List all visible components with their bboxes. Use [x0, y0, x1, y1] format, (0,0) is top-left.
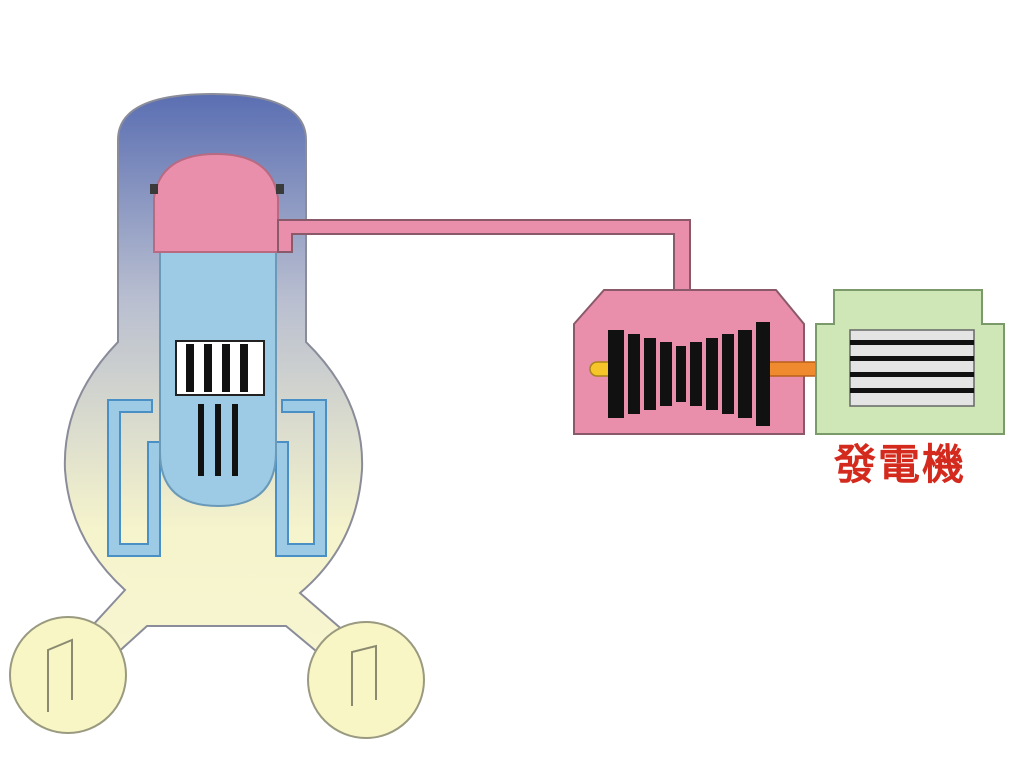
generator-rotor [849, 329, 975, 407]
recirculation-loop-right [275, 399, 327, 557]
suppression-pool-right [307, 621, 425, 739]
recirculation-loop-left [107, 399, 161, 557]
suppression-pool-left [9, 616, 127, 734]
steam-pipe [277, 219, 691, 297]
reactor-steam-dome [150, 152, 284, 253]
fuel-assembly [175, 340, 265, 396]
turbine-blades [608, 322, 770, 426]
generator-label: 發電機 [834, 440, 967, 489]
control-rods [198, 404, 238, 476]
